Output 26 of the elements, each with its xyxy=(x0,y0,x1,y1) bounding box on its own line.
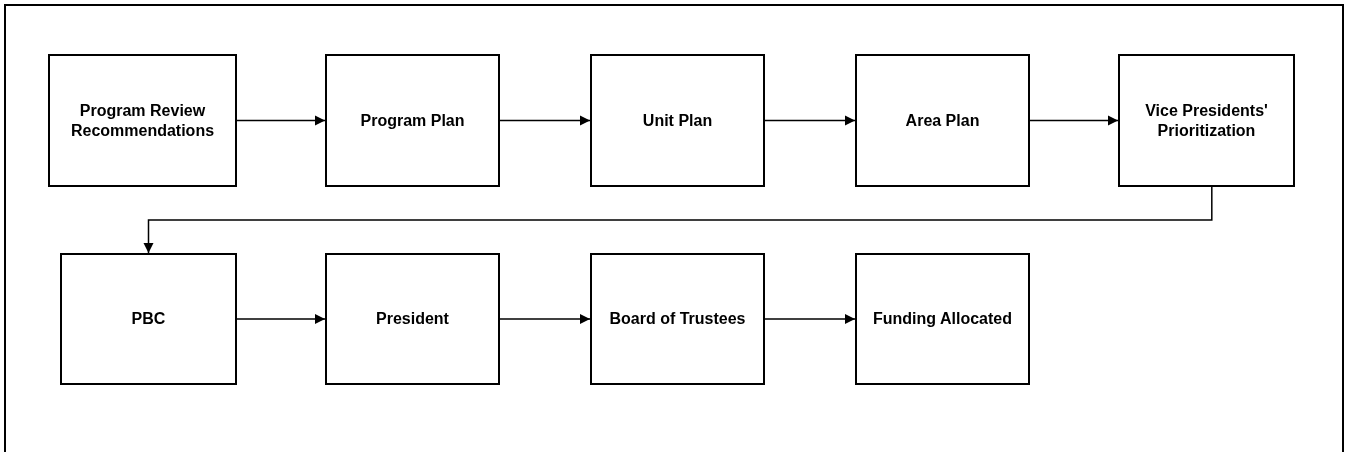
process-box xyxy=(855,253,1030,385)
arrow xyxy=(764,115,856,126)
arrow xyxy=(236,115,326,126)
process-box xyxy=(60,253,237,385)
arrow xyxy=(764,313,856,325)
process-box xyxy=(855,54,1030,187)
step-label: Board of Trustees xyxy=(608,309,747,329)
step-label: Unit Plan xyxy=(641,110,714,131)
step-label: Vice Presidents' Prioritization xyxy=(1144,100,1269,141)
process-box xyxy=(325,253,500,385)
step-label: Funding Allocated xyxy=(872,309,1013,329)
process-box xyxy=(48,54,237,187)
arrow xyxy=(499,313,591,325)
arrow xyxy=(1029,115,1119,126)
arrow xyxy=(499,115,591,126)
arrow xyxy=(236,313,326,325)
process-box xyxy=(325,54,500,187)
arrow xyxy=(143,186,1213,254)
step-label: President xyxy=(375,309,450,329)
process-box xyxy=(590,253,765,385)
step-label: Program Plan xyxy=(359,110,466,131)
process-box xyxy=(590,54,765,187)
step-label: Program Review Recommendations xyxy=(69,100,216,141)
process-box xyxy=(1118,54,1295,187)
step-label: Area Plan xyxy=(904,110,981,131)
step-label: PBC xyxy=(130,309,167,329)
